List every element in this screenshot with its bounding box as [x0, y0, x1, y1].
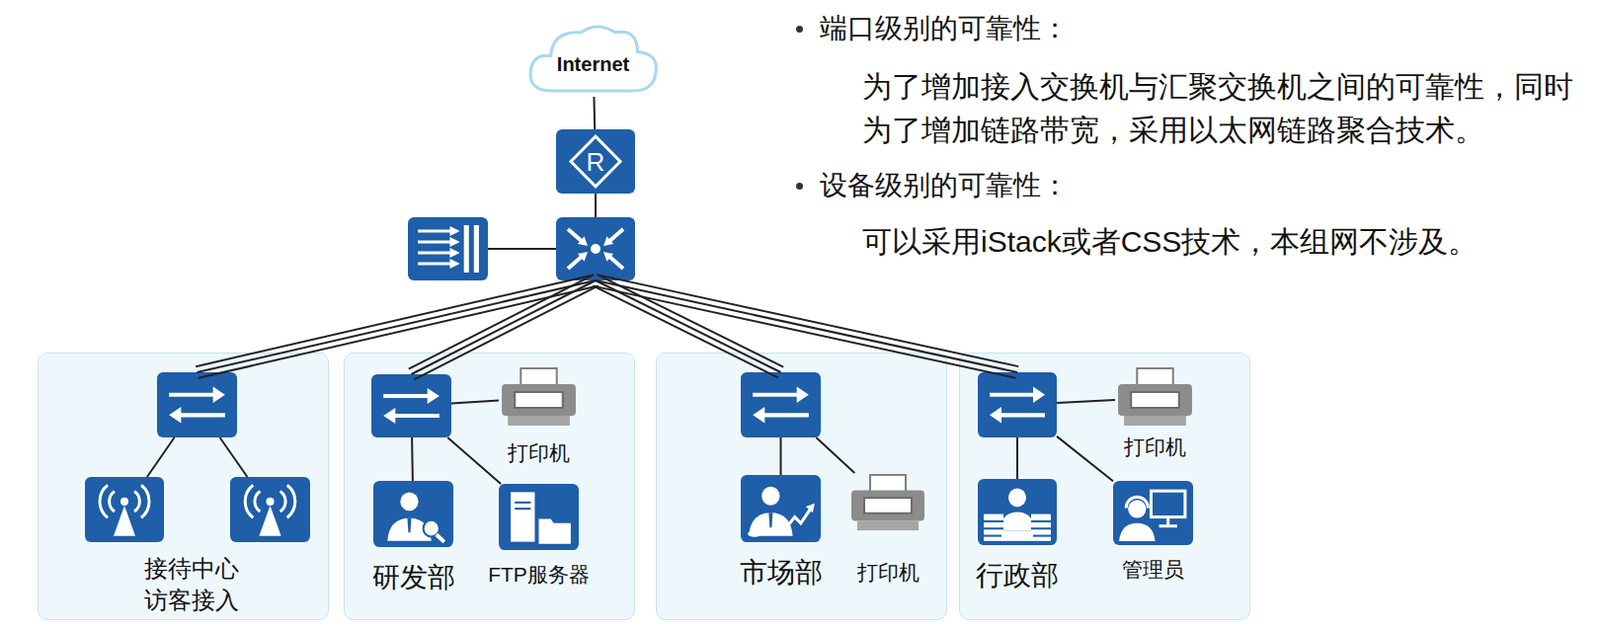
network-link	[595, 193, 597, 218]
bullet-dot	[796, 182, 803, 190]
access-switch-icon	[977, 372, 1057, 438]
node-label: 打印机	[1123, 436, 1187, 458]
access-switch-icon-symbol	[977, 372, 1057, 438]
internet-cloud: Internet	[522, 18, 664, 97]
router-icon: R	[556, 129, 636, 194]
ap-icon	[84, 477, 164, 543]
staff-icon-symbol	[1113, 480, 1194, 546]
node-label: 打印机	[857, 561, 920, 583]
printer-icon-graphic	[848, 473, 928, 535]
ap-icon-symbol	[84, 477, 164, 543]
printer-icon-symbol	[1118, 368, 1193, 426]
staff-icon-symbol	[740, 475, 821, 543]
staff-icon-symbol	[977, 479, 1057, 546]
ap-icon-symbol	[230, 477, 311, 543]
link-line	[592, 96, 596, 130]
link-line	[487, 247, 557, 250]
network-link	[487, 248, 557, 250]
area-group: 打印机行政部管理员	[959, 352, 1251, 621]
server-icon: FTP服务器	[498, 483, 579, 551]
ap-icon-graphic	[230, 477, 311, 543]
node-label: 市场部	[739, 559, 823, 587]
node-label: FTP服务器	[487, 563, 590, 585]
access-switch-icon	[371, 374, 452, 438]
printer-icon: 打印机	[498, 366, 579, 430]
note-body: 为了增加接入交换机与汇聚交换机之间的可靠性，同时 为了增加链路带宽，采用以太网链…	[862, 65, 1589, 153]
core-switch-icon-graphic	[556, 217, 636, 281]
firewall-icon	[407, 217, 488, 281]
area-group: 接待中心 访客接入	[37, 352, 329, 621]
area-group: 市场部打印机	[655, 352, 948, 621]
node-label: R	[556, 149, 636, 175]
node-label: 接待中心 访客接入	[137, 553, 246, 617]
access-switch-icon-symbol	[157, 372, 238, 438]
access-switch-icon-graphic	[740, 372, 821, 438]
staff-icon: 管理员	[1113, 480, 1194, 546]
firewall-icon-symbol	[407, 217, 488, 281]
access-switch-icon-graphic	[977, 372, 1057, 438]
access-switch-icon-symbol	[371, 374, 452, 438]
access-switch-icon	[740, 372, 821, 438]
printer-icon-graphic	[1115, 366, 1196, 430]
node-label: 行政部	[975, 561, 1059, 590]
server-icon-graphic	[498, 483, 579, 551]
link-line	[594, 193, 597, 218]
staff-icon-symbol	[373, 480, 454, 548]
ap-icon	[230, 477, 311, 543]
bullet-dot	[796, 25, 803, 33]
printer-icon-symbol	[501, 368, 576, 426]
node-label: Internet	[522, 54, 664, 75]
staff-icon: 行政部	[977, 479, 1057, 546]
staff-icon-graphic	[373, 480, 454, 548]
note-heading: 端口级别的可靠性：	[819, 11, 1215, 46]
staff-icon-graphic	[977, 479, 1057, 546]
note-body: 可以采用iStack或者CSS技术，本组网不涉及。	[862, 220, 1589, 264]
node-label: 管理员	[1121, 559, 1185, 580]
printer-icon-graphic	[498, 366, 579, 430]
area-group: 打印机研发部FTP服务器	[343, 352, 636, 621]
printer-icon: 打印机	[1115, 366, 1196, 430]
access-switch-icon-graphic	[157, 372, 238, 438]
node-label: 研发部	[372, 563, 456, 592]
access-switch-icon-symbol	[740, 372, 821, 438]
node-label: 打印机	[507, 442, 570, 464]
staff-icon: 市场部	[740, 475, 821, 543]
access-switch-icon	[157, 372, 238, 438]
core-switch-icon-symbol	[556, 217, 636, 281]
staff-icon-graphic	[740, 475, 821, 543]
printer-icon-symbol	[851, 475, 925, 531]
ap-icon-graphic	[84, 477, 164, 543]
firewall-icon-graphic	[407, 217, 488, 281]
note-heading: 设备级别的可靠性：	[819, 168, 1215, 203]
router-icon-symbol	[556, 129, 636, 194]
staff-icon: 研发部	[373, 480, 454, 548]
printer-icon: 打印机	[848, 473, 928, 535]
core-switch-icon	[556, 217, 636, 281]
access-switch-icon-graphic	[371, 374, 452, 438]
server-icon-symbol	[498, 483, 579, 551]
staff-icon-graphic	[1113, 480, 1194, 546]
network-link	[593, 96, 596, 130]
